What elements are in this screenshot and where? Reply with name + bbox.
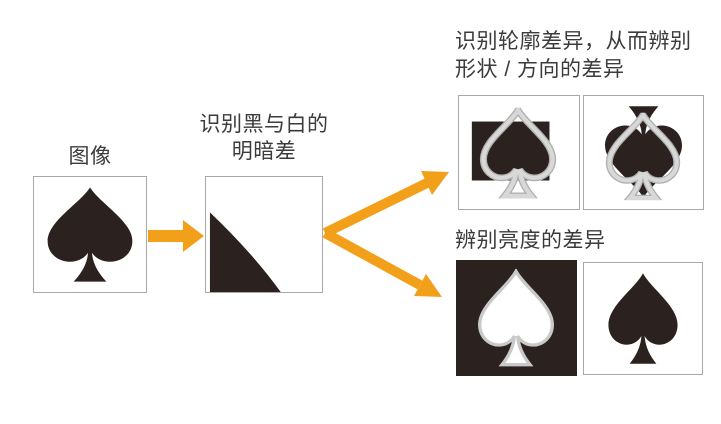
contrast-patch-card [205,176,323,293]
shape-branch-title: 识别轮廓差异，从而辨别 形状 / 方向的差异 [455,28,721,84]
arrow-step1-to-shape-branch [322,171,449,238]
arrow-head-right-icon [183,220,204,252]
contrast-step-label-line1: 识别黑与白的 [199,113,329,136]
dark-light-contrast-icon [209,212,281,292]
input-image-label: 图像 [68,145,112,168]
input-image-card [33,176,147,293]
arrow-shaft [322,178,430,238]
shape-branch-title-line2: 形状 / 方向的差异 [455,58,625,81]
arrow-head-down-right-icon [414,274,442,297]
arrow-step1-to-brightness-branch [322,228,442,297]
spade-shape [47,187,133,282]
contrast-step-label-line2: 明暗差 [231,140,297,163]
brightness-card-dark [456,260,577,376]
contrast-step-label: 识别黑与白的 明暗差 [181,111,347,165]
shape-diff-card-rectangle [458,95,580,210]
arrow-shaft [322,228,423,290]
brightness-branch-title: 辨别亮度的差异 [455,229,606,252]
spade-outline-over-rectangle-icon [471,96,579,209]
white-spade-shape [478,269,554,367]
black-spade-shape [608,273,678,364]
shape-diff-card-inverted-spade [583,95,704,210]
black-spade-on-white-icon [608,273,678,364]
white-spade-on-black-icon [478,269,554,367]
arrow-input-to-step1 [148,220,204,252]
black-spade-icon [47,187,133,282]
arrow-head-up-right-icon [421,171,449,195]
dark-wedge-shape [209,212,281,292]
spade-outline-over-inverted-spade-icon [605,106,682,209]
brightness-card-light [583,262,703,375]
shape-branch-title-line1: 识别轮廓差异，从而辨别 [455,30,692,53]
